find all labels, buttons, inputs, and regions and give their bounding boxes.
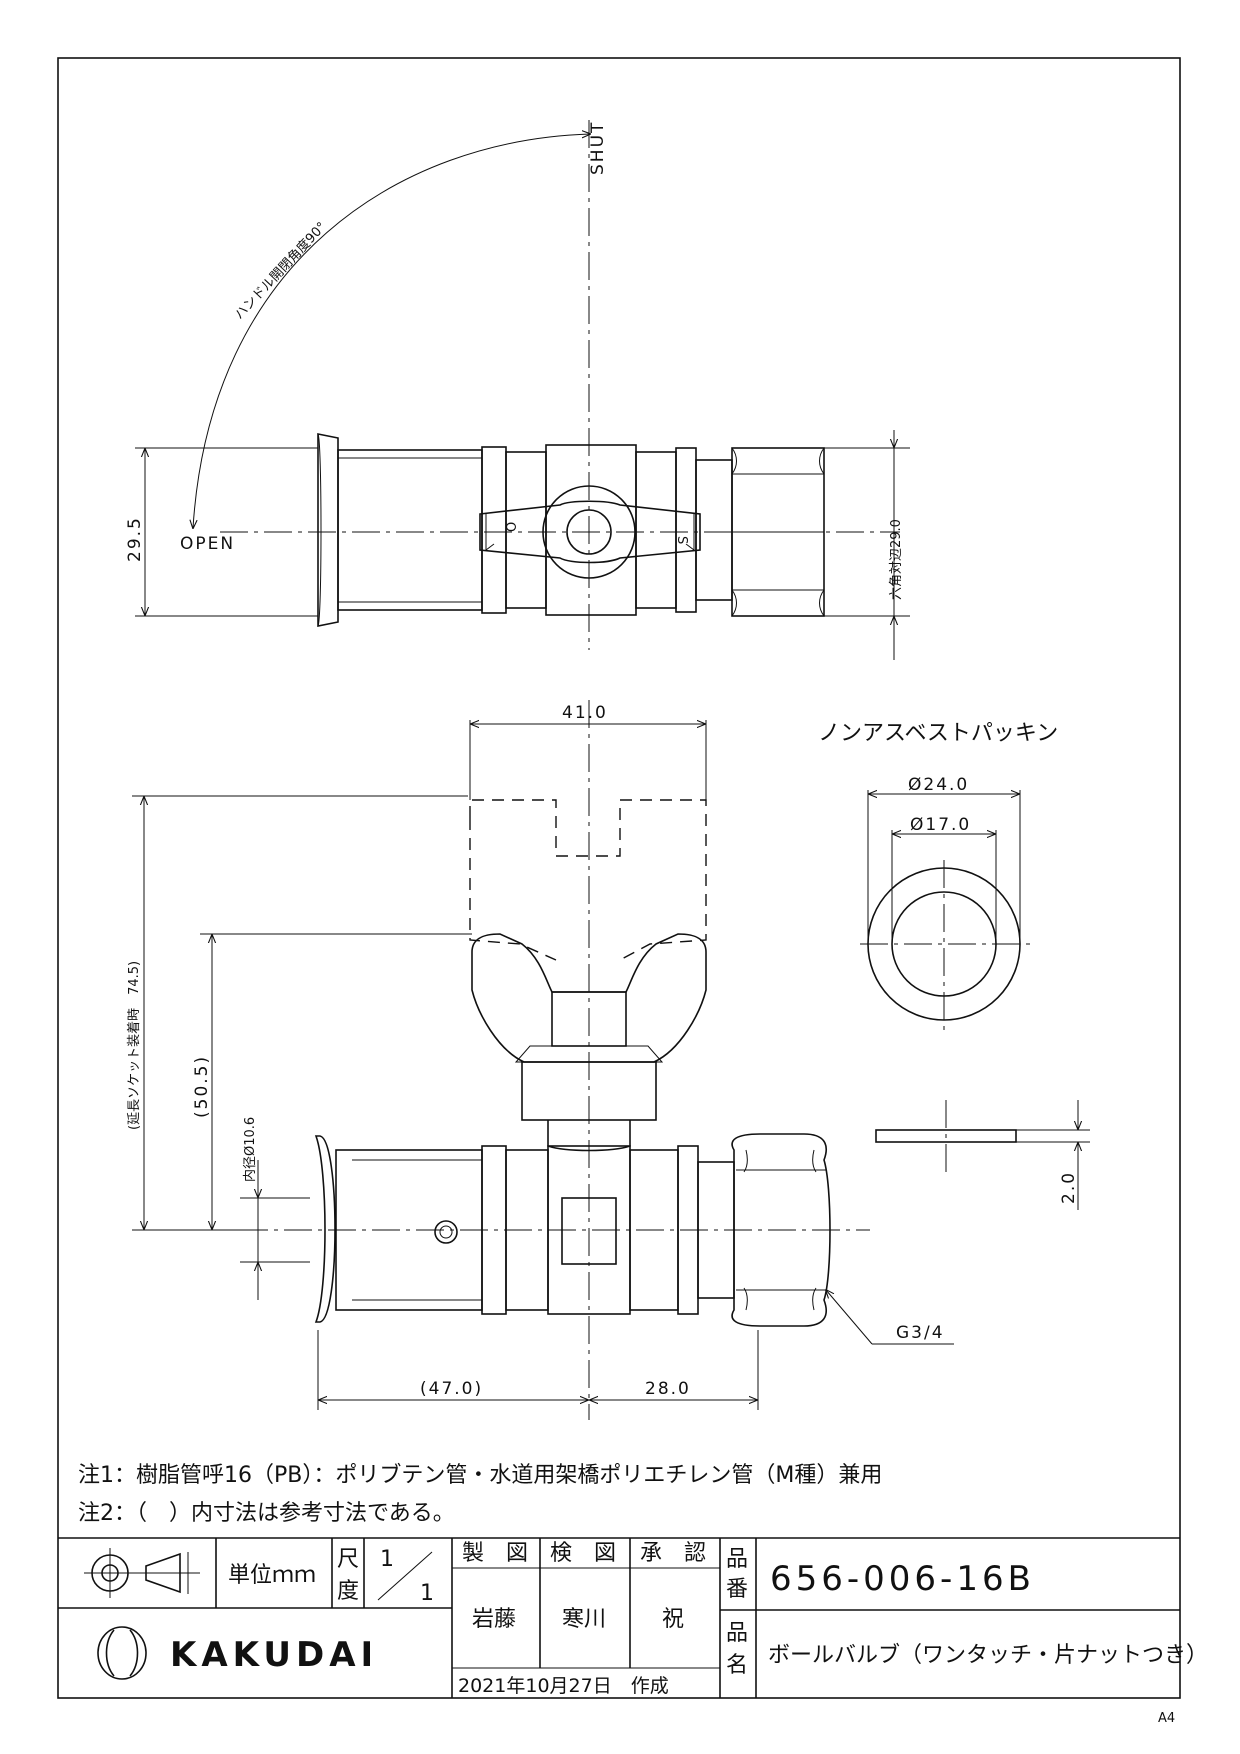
sheet-border [57, 57, 1181, 1699]
part-no-label-1: 品 [726, 1547, 748, 1572]
handle-angle-arc [193, 134, 590, 528]
butterfly-handle-top [479, 500, 701, 564]
open-label: OPEN [180, 534, 235, 554]
dim-28: 28.0 [645, 1379, 691, 1399]
scale-label-2: 度 [337, 1579, 359, 1604]
socket-flange-top [317, 433, 339, 627]
dim-hex-across: 六角対辺29.0 [889, 519, 904, 600]
front-view: 41.0 (延長ソケット装着時 74.5) (50.5) 内径Ø10.6 (47… [126, 700, 954, 1420]
third-angle-projection-symbol [84, 1548, 200, 1598]
handle-stem-top [566, 509, 612, 555]
butterfly-handle-front [471, 933, 707, 1063]
note-1: 注1：樹脂管呼16（PB）：ポリブテン管・水道用架橋ポリエチレン管（M種）兼用 [78, 1463, 882, 1488]
part-no-label-2: 番 [726, 1577, 748, 1602]
handle-angle-label: ハンドル開閉角度90° [231, 219, 329, 323]
dim-gasket-thickness: 2.0 [1059, 1171, 1079, 1204]
socket-body-top [337, 449, 483, 611]
part-number: 656-006-16B [770, 1559, 1035, 1599]
gasket-detail: ノンアスベストパッキン Ø24.0 Ø17.0 2.0 [818, 721, 1090, 1210]
unit-label: 単位ｍｍ [228, 1563, 316, 1588]
scale-numerator: 1 [380, 1547, 394, 1572]
bonnet [521, 1061, 657, 1121]
hex-nut-front [731, 1133, 831, 1327]
kakudai-logo [97, 1626, 147, 1680]
paper-size: A4 [1158, 1711, 1175, 1726]
thread-spec: G3/4 [896, 1323, 945, 1343]
dim-gasket-inner: Ø17.0 [910, 815, 971, 835]
socket-flange-front [314, 1135, 336, 1323]
checked-label: 検 図 [550, 1541, 616, 1566]
brand-name: KAKUDAI [170, 1635, 378, 1675]
created-date: 2021年10月27日 作成 [458, 1675, 669, 1697]
drawn-label: 製 図 [462, 1541, 528, 1566]
part-name: ボールバルブ（ワンタッチ・片ナットつき） [768, 1643, 1208, 1668]
scale-denominator: 1 [420, 1581, 434, 1606]
dim-gasket-outer: Ø24.0 [908, 775, 969, 795]
dim-29-5: 29.5 [125, 516, 145, 562]
insertion-check-hole [434, 1220, 458, 1244]
packing-title: ノンアスベストパッキン [818, 721, 1058, 746]
gasket-side-view [875, 1129, 1017, 1143]
extended-socket-handle [469, 799, 707, 961]
note-2: 注2：（ ）内寸法は参考寸法である。 [78, 1501, 455, 1526]
part-name-label-1: 品 [726, 1621, 748, 1646]
checked-by: 寒川 [562, 1607, 606, 1632]
part-name-label-2: 名 [726, 1653, 748, 1678]
dim-41: 41.0 [562, 703, 608, 723]
dim-50-5: (50.5) [192, 1055, 212, 1118]
dim-74-5: (延長ソケット装着時 74.5) [126, 961, 142, 1130]
dim-47: (47.0) [420, 1379, 483, 1399]
scale-label-1: 尺 [337, 1547, 359, 1572]
valve-body-top [545, 444, 637, 616]
shut-label: SHUT [588, 121, 608, 175]
dim-inner-diameter: 内径Ø10.6 [242, 1117, 258, 1182]
title-block: 単位ｍｍ 尺 度 1 1 製 図 検 図 承 認 岩藤 寒川 祝 2021年10… [58, 1537, 1208, 1698]
handle-open-mark: O [505, 522, 520, 532]
handle-shut-mark: S [674, 536, 689, 544]
approved-label: 承 認 [640, 1541, 706, 1566]
body-flat [561, 1197, 617, 1265]
approved-by: 祝 [662, 1607, 684, 1632]
top-view: SHUT OPEN ハンドル開閉角度90° O S [125, 120, 910, 660]
drawn-by: 岩藤 [472, 1607, 516, 1632]
